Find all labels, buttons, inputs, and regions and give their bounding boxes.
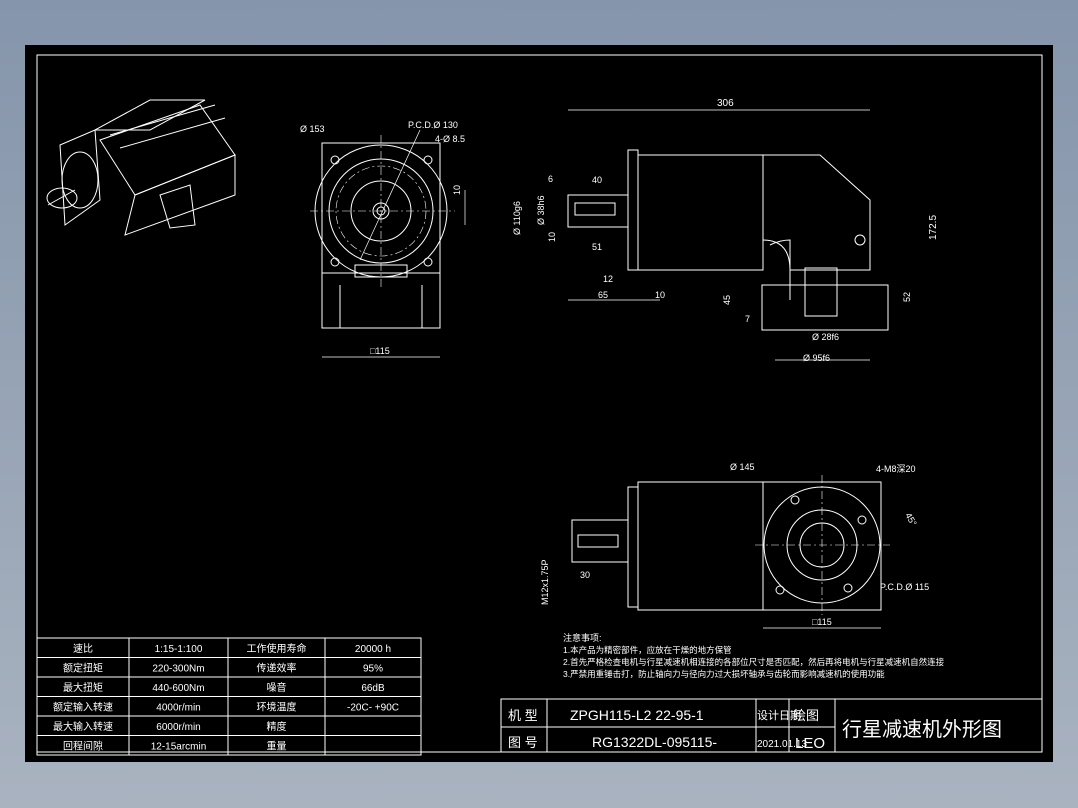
dim-10: 10	[547, 232, 557, 242]
dim-pcd130: P.C.D.Ø 130	[408, 120, 458, 130]
spec-value: 1:15-1:100	[155, 644, 203, 655]
dim-45: 45	[722, 295, 732, 305]
notes-title: 注意事项:	[563, 632, 602, 643]
dim-65: 65	[598, 290, 608, 300]
dim-45deg: 45°	[903, 511, 919, 528]
side-view: 306 40 6 Ø 110g6 Ø 38h6 10 51 172.5 12 6…	[512, 98, 939, 363]
dim-d28: Ø 28f6	[812, 332, 839, 342]
spec-value: 4000r/min	[156, 703, 200, 714]
spec-label: 最大扭矩	[63, 681, 103, 694]
dim-40: 40	[592, 175, 602, 185]
spec-label: 最大输入转速	[53, 720, 113, 733]
spec-value: 440-600Nm	[152, 683, 204, 694]
dim-ten: 10	[452, 185, 462, 195]
spec-value: 20000 h	[355, 644, 391, 655]
dim-51: 51	[592, 242, 602, 252]
model-value: ZPGH115-L2 22-95-1	[570, 707, 704, 723]
spec-value: 12-15arcmin	[151, 742, 207, 753]
spec-table: 速比 1:15-1:100 工作使用寿命 20000 h 额定扭矩 220-300Nm 传递…	[36, 637, 422, 756]
drawing-sheet: □115 Ø 153 P.C.D.Ø 130 4-Ø 8.5 10 306 40…	[25, 45, 1053, 762]
spec-value: 220-300Nm	[152, 664, 204, 675]
dim-52: 52	[902, 292, 912, 302]
spec-label: 精度	[267, 720, 287, 733]
cad-drawing: □115 Ø 153 P.C.D.Ø 130 4-Ø 8.5 10 306 40…	[36, 54, 1043, 756]
model-label: 机 型	[508, 708, 538, 723]
dim-d110: Ø 110g6	[512, 201, 522, 235]
isometric-view	[46, 99, 236, 236]
spec-label: 额定输入转速	[53, 701, 113, 714]
bottom-view: Ø 145 4-M8深20 45° P.C.D.Ø 115 M12x1.75P …	[540, 462, 929, 629]
dim-d145: Ø 145	[730, 462, 755, 472]
dim-d38: Ø 38h6	[536, 195, 546, 225]
draw-label: 绘图	[793, 708, 819, 723]
spec-label: 重量	[267, 740, 287, 753]
dim-m12: M12x1.75P	[540, 559, 550, 605]
note-2: 2.首先严格检查电机与行星减速机相连接的各部位尺寸是否匹配，然后再将电机与行星减…	[563, 657, 945, 667]
dim-sq115b: □115	[812, 617, 832, 627]
dim-d95: Ø 95f6	[803, 353, 830, 363]
dim-12: 12	[603, 274, 613, 284]
spec-label: 回程间隙	[63, 740, 103, 753]
dim-7: 7	[745, 314, 750, 324]
dim-30: 30	[580, 570, 590, 580]
spec-value: -20C- +90C	[347, 703, 399, 714]
note-3: 3.严禁用重锤击打，防止轴向力与径向力过大损坏轴承与齿轮而影响减速机的使用功能	[563, 669, 885, 679]
spec-label: 工作使用寿命	[247, 642, 307, 655]
dim-holes: 4-Ø 8.5	[435, 134, 465, 144]
spec-label: 噪音	[267, 681, 287, 694]
spec-value: 66dB	[361, 683, 385, 694]
spec-label: 传递效率	[257, 662, 297, 675]
dim-306: 306	[717, 98, 734, 109]
dim-6: 6	[548, 174, 553, 184]
dim-pcd115: P.C.D.Ø 115	[880, 582, 929, 592]
date-value: 2021.01.13	[757, 739, 807, 750]
dim-10b: 10	[655, 290, 665, 300]
spec-label: 额定扭矩	[63, 662, 103, 675]
drawer-value: LEO	[795, 735, 825, 752]
drawing-no-label: 图 号	[508, 735, 538, 750]
drawing-no-value: RG1322DL-095115-	[592, 734, 717, 750]
dim-172-5: 172.5	[928, 215, 939, 240]
dim-d153: Ø 153	[300, 124, 325, 134]
title-block: 机 型 ZPGH115-L2 22-95-1 设计日期 绘图 图 号 RG132…	[500, 698, 1043, 753]
spec-label: 速比	[73, 643, 93, 655]
notes: 注意事项: 1.本产品为精密部件，应放在干燥的地方保管 2.首先严格检查电机与行…	[563, 632, 945, 679]
dim-sq115: □115	[370, 346, 390, 356]
drawing-title: 行星减速机外形图	[842, 718, 1002, 741]
design-date-label: 设计日期	[757, 709, 801, 722]
spec-label: 环境温度	[257, 701, 297, 714]
dim-m8-holes: 4-M8深20	[876, 464, 916, 474]
spec-value: 95%	[363, 664, 383, 675]
note-1: 1.本产品为精密部件，应放在干燥的地方保管	[563, 645, 732, 655]
front-view: □115 Ø 153 P.C.D.Ø 130 4-Ø 8.5 10	[300, 120, 466, 358]
spec-value: 6000r/min	[156, 722, 200, 733]
